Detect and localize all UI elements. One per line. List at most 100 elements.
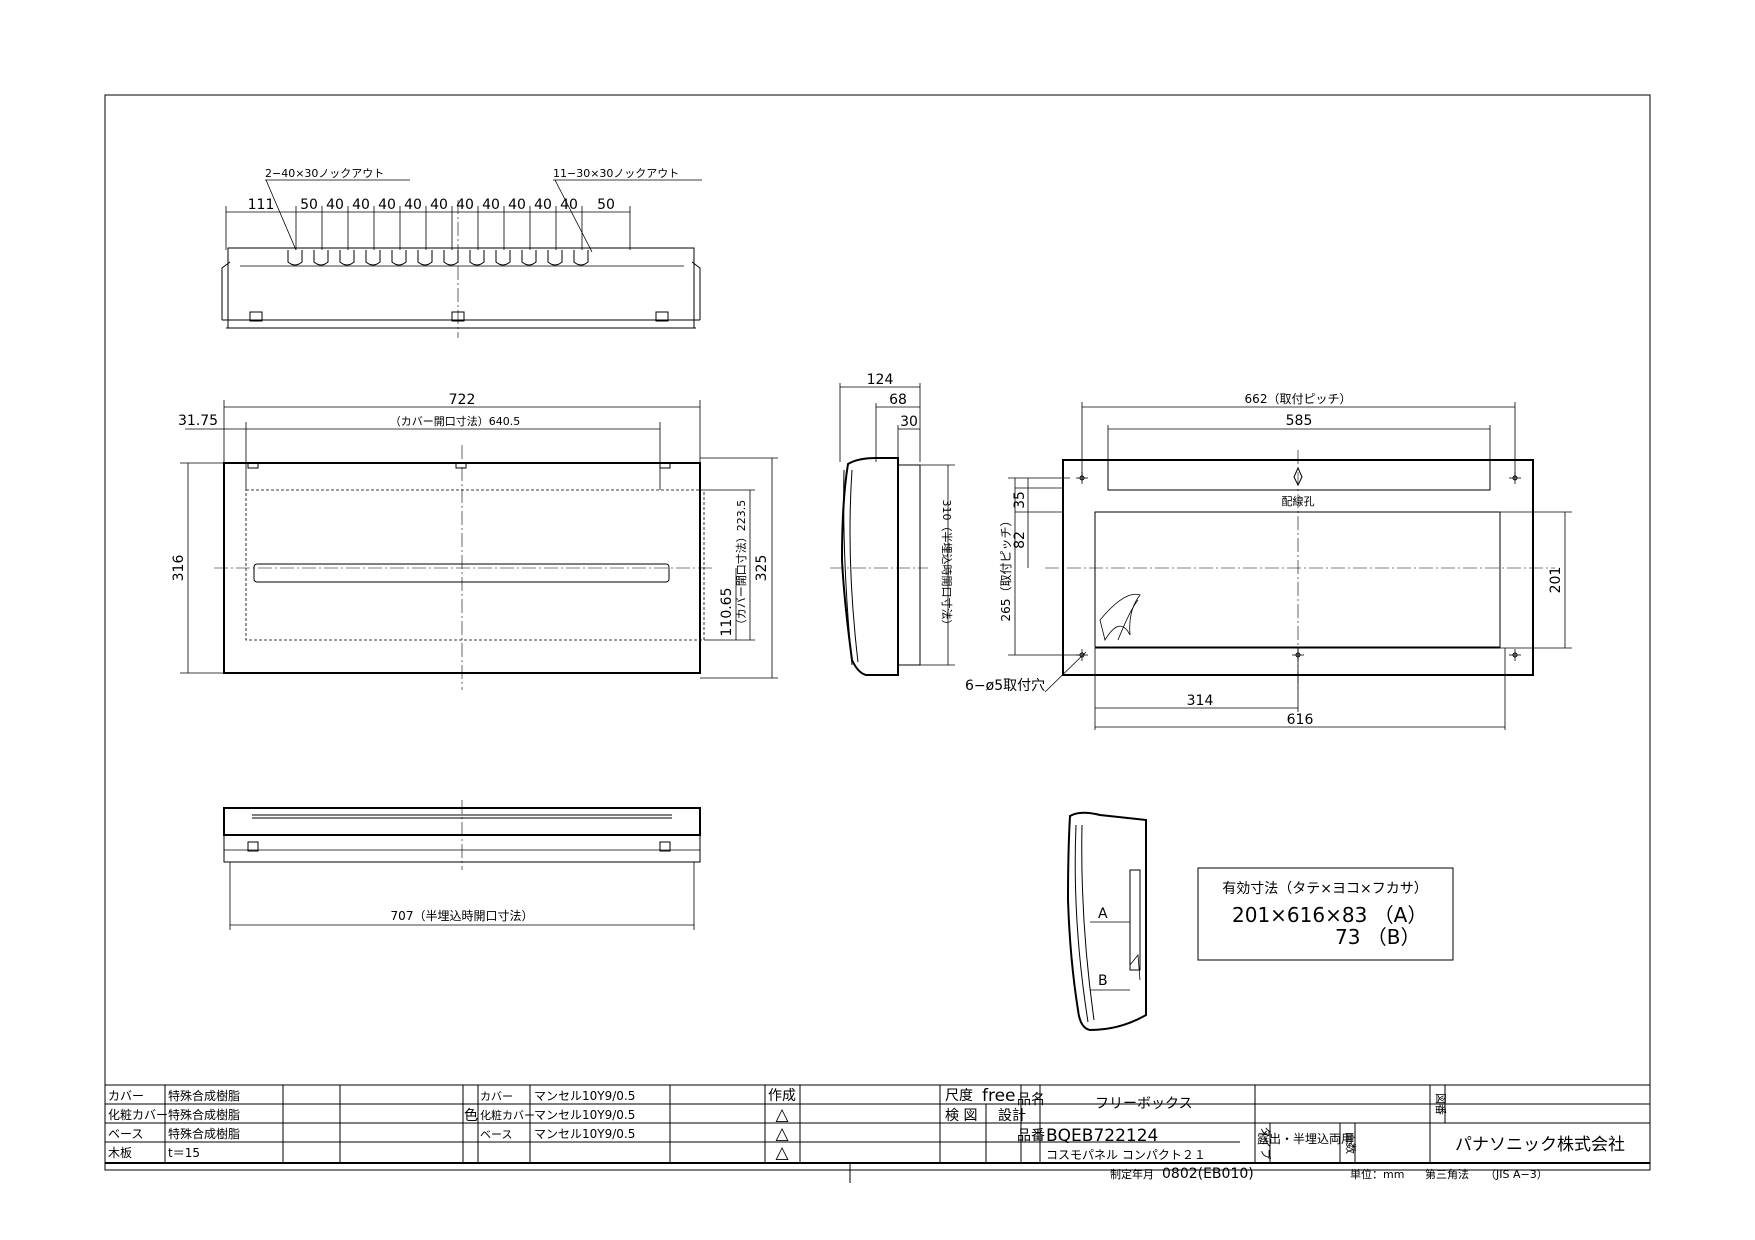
- color-value: マンセル10Y9/0.5: [534, 1127, 635, 1141]
- knockout-hole: [391, 250, 407, 266]
- part-no-label: 品番: [1017, 1128, 1045, 1144]
- revision-header: 作成: [768, 1088, 796, 1104]
- pitch-dim-label: 40: [404, 197, 422, 213]
- knockout-hole: [313, 250, 329, 266]
- projection-label: 第三角法: [1425, 1167, 1469, 1181]
- sheet-border: [104, 94, 1651, 1171]
- knockout-hole: [417, 250, 433, 266]
- knockout-large-label: 2−40×30ノックアウト: [265, 167, 384, 180]
- knockout-hole: [443, 250, 459, 266]
- material-part: 化粧カバー: [108, 1108, 168, 1122]
- knockout-hole: [339, 250, 355, 266]
- check-label: 検 図: [945, 1108, 977, 1124]
- material-value: 特殊合成樹脂: [168, 1107, 240, 1122]
- effective-title: 有効寸法（タテ×ヨコ×フカサ）: [1222, 881, 1427, 897]
- product-name: フリーボックス: [1095, 1096, 1193, 1112]
- drawing-no-label: 図番: [1434, 1093, 1447, 1115]
- dim-cover-left: 31.75: [178, 413, 218, 429]
- scale-label: 尺度: [945, 1088, 973, 1104]
- pitch-dim-label: 40: [482, 197, 500, 213]
- date-label: 制定年月: [1110, 1167, 1154, 1181]
- bottom-view: 707（半埋込時開口寸法）: [223, 800, 701, 930]
- color-part: ベース: [480, 1128, 512, 1141]
- pitch-dim-label: 40: [534, 197, 552, 213]
- knockout-hole: [521, 250, 537, 266]
- dim-201: 201: [1548, 567, 1564, 594]
- pitch-dim-label: 50: [597, 197, 615, 213]
- revision-mark: △: [775, 1143, 789, 1163]
- knockout-hole: [287, 250, 303, 266]
- pitch-ticks: [225, 206, 631, 250]
- knockout-hole: [365, 250, 381, 266]
- date-value: 0802(EB010): [1162, 1166, 1254, 1182]
- side-view: 124 68 30 310（半埋込時開口寸法）: [830, 372, 955, 676]
- pitch-dim-label: 40: [456, 197, 474, 213]
- section-label-b: B: [1098, 973, 1108, 989]
- pitch-labels: 111 50 40 40 40 40 40 40 40 40 40 40 50: [248, 197, 615, 213]
- material-part: ベース: [108, 1127, 143, 1141]
- material-part: 木板: [108, 1146, 132, 1160]
- pitch-dim-label: 40: [430, 197, 448, 213]
- dim-depth-68: 68: [889, 392, 907, 408]
- unit-label: 単位：mm: [1350, 1167, 1404, 1181]
- dim-mount-pitch-v: 265（取付ピッチ）: [999, 515, 1013, 622]
- pitch-dim-label: 40: [508, 197, 526, 213]
- standard-label: （JIS A−3）: [1485, 1168, 1548, 1181]
- effective-line-2: 73 （B）: [1335, 925, 1421, 949]
- revision-mark: △: [775, 1105, 789, 1125]
- dim-opening-height: （カバー開口寸法）223.5: [734, 500, 748, 631]
- color-part: カバー: [480, 1090, 513, 1103]
- revision-mark: △: [775, 1124, 789, 1144]
- section-label-a: A: [1098, 906, 1108, 922]
- color-part: 化粧カバー: [480, 1108, 535, 1122]
- back-view: 662（取付ピッチ） 585 配線孔 35 82 265（取付ピッチ） 2: [965, 392, 1572, 730]
- dim-semi-flush-310: 310（半埋込時開口寸法）: [940, 500, 954, 631]
- dim-opening-offset: 110.65: [719, 588, 735, 637]
- effective-line-1: 201×616×83 （A）: [1232, 903, 1427, 927]
- color-value: マンセル10Y9/0.5: [534, 1108, 635, 1122]
- product-label: 品名: [1017, 1092, 1045, 1108]
- pitch-dim-label: 40: [560, 197, 578, 213]
- scale-value: free: [982, 1086, 1016, 1106]
- pitch-dim-label: 40: [326, 197, 344, 213]
- dim-82: 82: [1012, 531, 1028, 549]
- material-value: 特殊合成樹脂: [168, 1126, 240, 1141]
- knockout-hole: [469, 250, 485, 266]
- dim-height-316: 316: [171, 555, 187, 582]
- type-value: 露出・半埋込両用: [1257, 1132, 1353, 1146]
- effective-dims-box: 有効寸法（タテ×ヨコ×フカサ） 201×616×83 （A） 73 （B）: [1197, 867, 1454, 961]
- type-label: タイプ: [1259, 1127, 1272, 1160]
- knockout-hole: [495, 250, 511, 266]
- pitch-dim-label: 111: [248, 197, 275, 213]
- mount-holes-label: 6−ø5取付穴: [965, 678, 1045, 694]
- dim-mount-pitch: 662（取付ピッチ）: [1245, 392, 1352, 406]
- dim-height-325: 325: [754, 555, 770, 582]
- dim-inner-585: 585: [1286, 413, 1313, 429]
- pitch-dim-label: 50: [300, 197, 318, 213]
- knockout-small-label: 11−30×30ノックアウト: [553, 167, 679, 180]
- color-value: マンセル10Y9/0.5: [534, 1089, 635, 1103]
- color-label: 色: [464, 1107, 478, 1124]
- dim-width-722: 722: [449, 392, 476, 408]
- company-name: パナソニック株式会社: [1455, 1135, 1625, 1155]
- dim-semi-flush-707: 707（半埋込時開口寸法）: [391, 909, 534, 923]
- pitch-dim-label: 40: [378, 197, 396, 213]
- part-number: BQEB722124: [1046, 1126, 1158, 1146]
- material-part: カバー: [108, 1089, 144, 1103]
- material-value: 特殊合成樹脂: [168, 1088, 240, 1103]
- revision-marks: △△△: [775, 1105, 789, 1163]
- series-name: コスモパネル コンパクト２１: [1046, 1148, 1206, 1162]
- material-value: t＝15: [168, 1146, 200, 1160]
- drawing-number: ――: [1596, 1096, 1624, 1112]
- dim-cover-opening: （カバー開口寸法）640.5: [390, 414, 521, 428]
- knockout-hole: [573, 250, 589, 266]
- dim-depth-30: 30: [900, 414, 918, 430]
- knockout-hole: [547, 250, 563, 266]
- colors-table: カバーマンセル10Y9/0.5化粧カバーマンセル10Y9/0.5ベースマンセル1…: [480, 1089, 635, 1141]
- face-label: 面数: [1344, 1132, 1357, 1154]
- section-view: A B: [1066, 811, 1147, 1032]
- pitch-dim-label: 40: [352, 197, 370, 213]
- dim-616: 616: [1287, 712, 1314, 728]
